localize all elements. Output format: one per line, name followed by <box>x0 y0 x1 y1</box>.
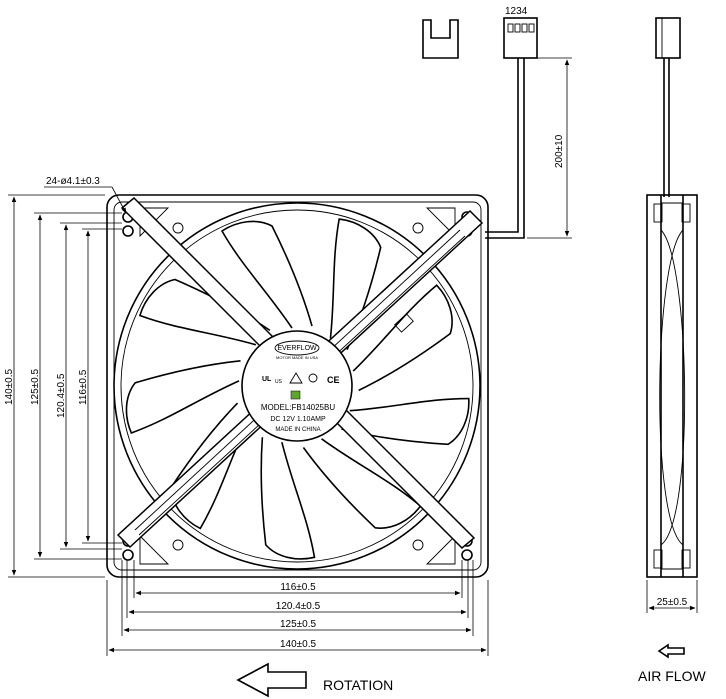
hub-label: EVERFLOW MOTOR MADE IN USA UL US CE MODE… <box>241 330 353 442</box>
cert-circle-icon <box>308 373 318 383</box>
rotation-indicator: ROTATION <box>236 662 393 698</box>
brand-logo-text: EVERFLOW <box>277 345 317 352</box>
v140-label: 140±0.5 <box>4 368 15 405</box>
h125-label: 125±0.5 <box>280 619 317 630</box>
ce-mark: CE <box>327 375 340 385</box>
thickness-label: 25±0.5 <box>657 597 688 608</box>
brand-sub-text: MOTOR MADE IN USA <box>276 355 318 360</box>
connector-front: 1234 <box>503 6 538 59</box>
pin-label: 1234 <box>505 6 528 17</box>
fan-frame <box>106 194 489 578</box>
dim-lead-length: 200±10 <box>527 57 572 239</box>
green-recycle-icon <box>290 390 301 400</box>
airflow-label: AIR FLOW <box>638 668 706 684</box>
h116-label: 116±0.5 <box>280 582 316 593</box>
model-text: MODEL:FB14025BU <box>261 403 335 412</box>
airflow-indicator: AIR FLOW <box>638 643 706 684</box>
fan-blades <box>121 210 478 568</box>
origin-text: MADE IN CHINA <box>275 427 320 433</box>
dim-holes: 24-ø4.1±0.3 <box>44 176 127 214</box>
ul-mark: UL <box>262 376 272 383</box>
cert-triangle-icon <box>289 372 303 384</box>
dim-horizontal-bottom: 116±0.5 120.4±0.5 125±0.5 140±0.5 <box>106 560 489 656</box>
rating-text: DC 12V 1.10AMP <box>270 416 326 423</box>
connector-side <box>422 19 459 59</box>
h140-label: 140±0.5 <box>280 639 317 650</box>
holes-label: 24-ø4.1±0.3 <box>46 176 100 187</box>
h120-label: 120.4±0.5 <box>276 601 321 612</box>
lead-length-label: 200±10 <box>554 134 565 168</box>
v120-label: 120.4±0.5 <box>56 373 67 418</box>
dim-vertical-left: 140±0.5 125±0.5 120.4±0.5 116±0.5 <box>4 194 122 578</box>
v125-label: 125±0.5 <box>30 368 41 405</box>
rotation-label: ROTATION <box>323 677 393 693</box>
v116-label: 116±0.5 <box>78 369 89 405</box>
lead-wire <box>485 58 525 239</box>
connector-side-view <box>655 17 681 59</box>
us-mark: US <box>275 379 283 385</box>
side-view <box>646 58 698 578</box>
dim-thickness: 25±0.5 <box>646 580 698 613</box>
